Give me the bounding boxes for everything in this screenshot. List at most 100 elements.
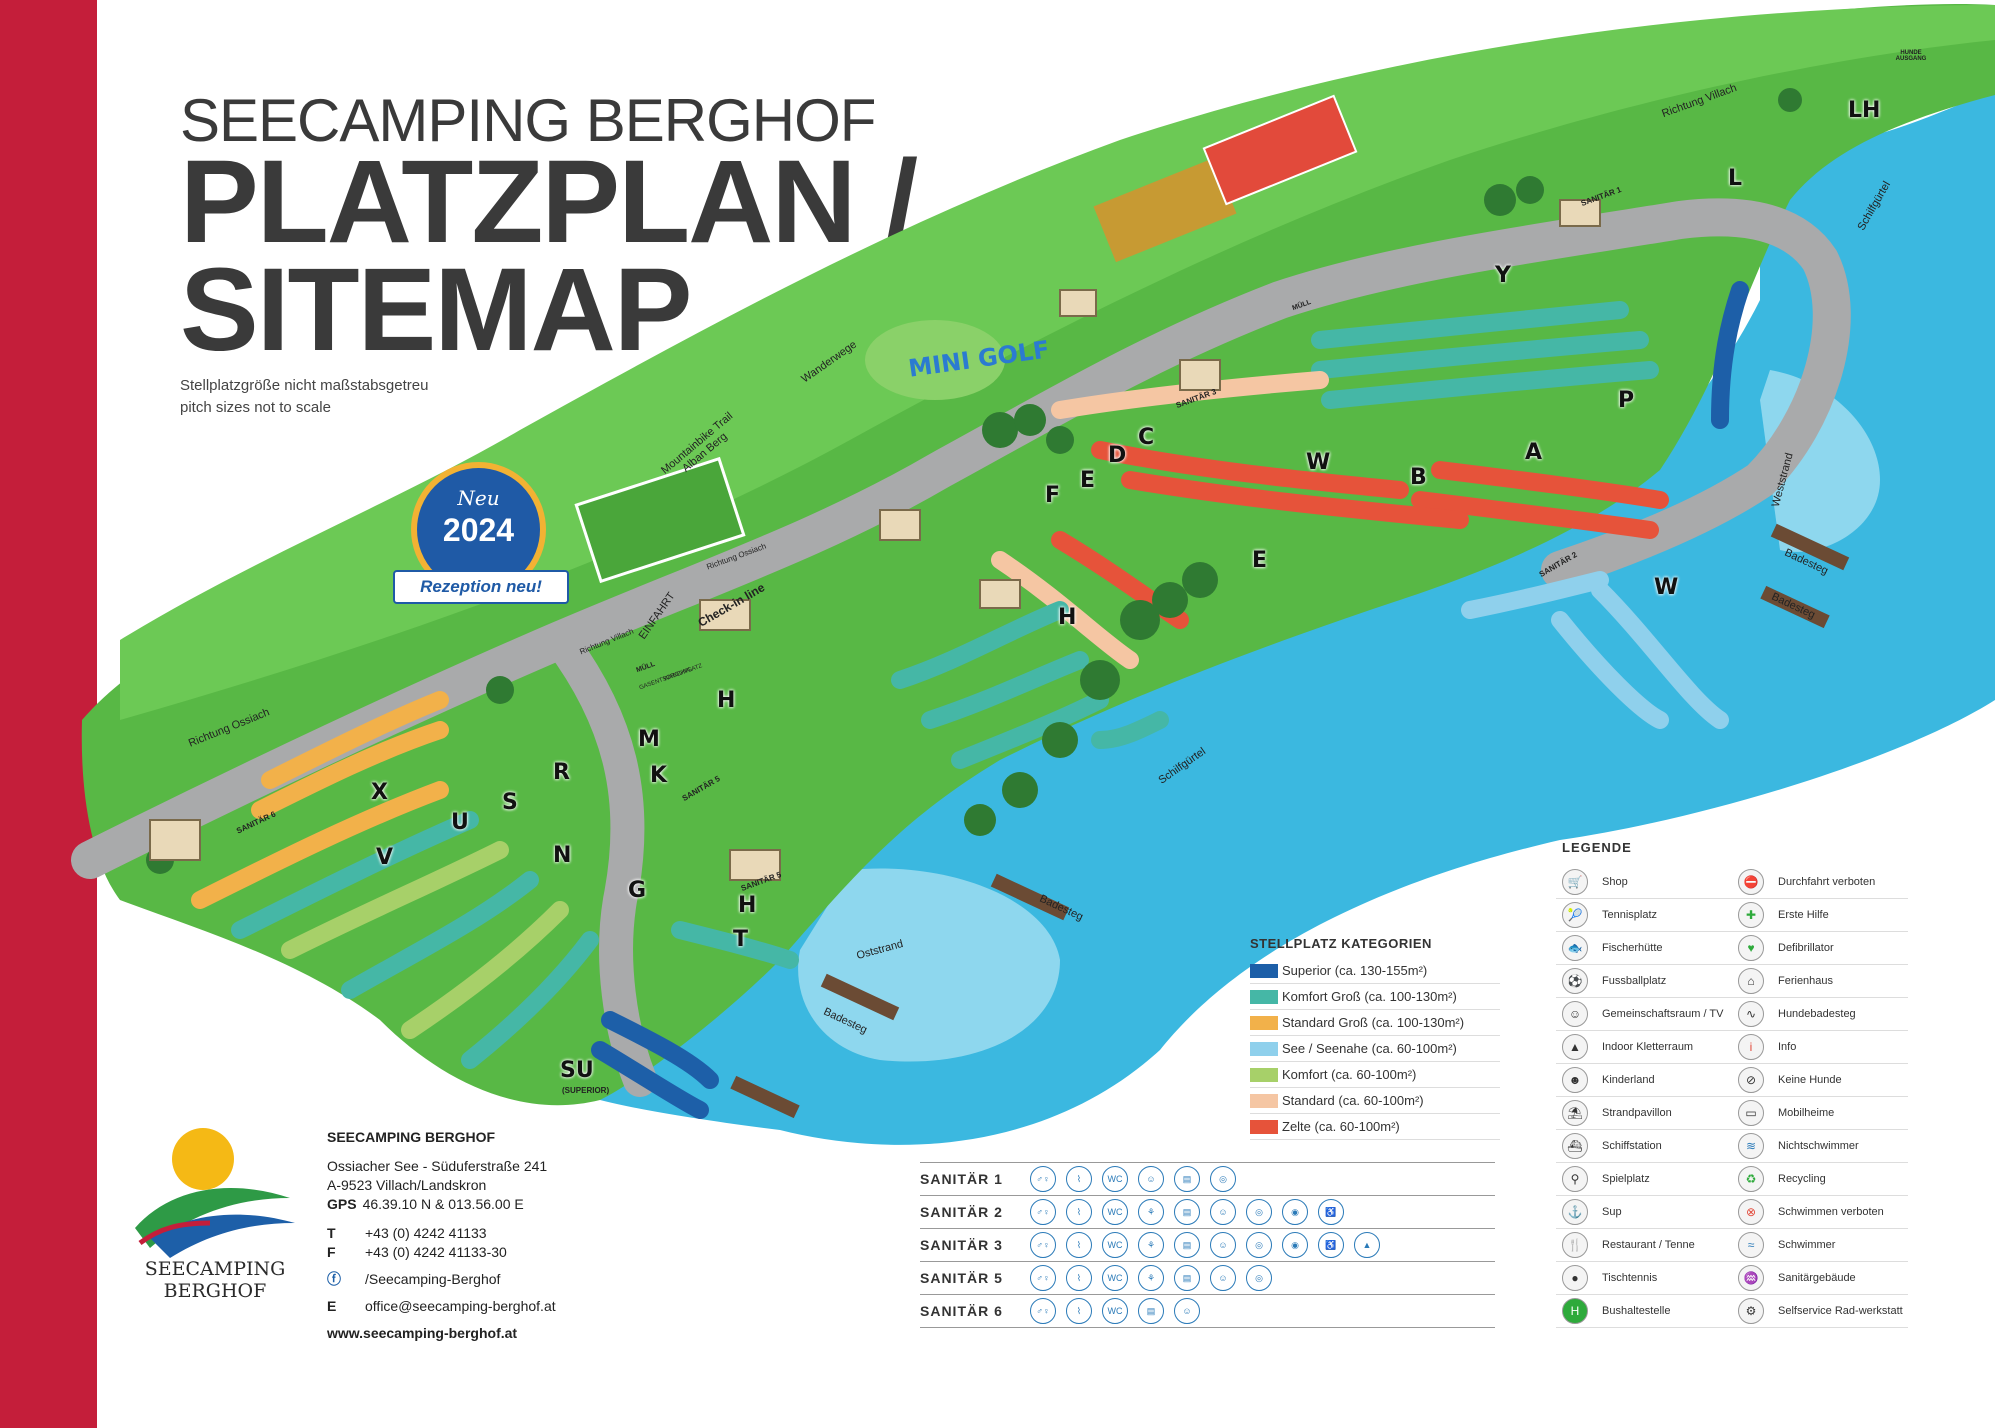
- jetties: [730, 523, 1850, 1119]
- area-label-a: A: [1525, 440, 1543, 465]
- category-label: Standard (ca. 60-100m²): [1282, 1093, 1424, 1108]
- bus-icon: H: [1562, 1298, 1588, 1324]
- logo-text-line2: BERGHOF: [163, 1280, 267, 1302]
- area-label-r: R: [553, 760, 570, 785]
- mobile-home-icon: ▭: [1738, 1100, 1764, 1126]
- legend-label: Sanitärgebäude: [1778, 1272, 1856, 1284]
- legend-label: Bushaltestelle: [1602, 1305, 1671, 1317]
- toilet-icon: ♂♀: [1030, 1199, 1056, 1225]
- badge-ribbon: Rezeption neu!: [393, 570, 569, 604]
- area-label-g: G: [628, 878, 647, 903]
- legend-row: ⚲Spielplatz ♻Recycling: [1556, 1163, 1908, 1196]
- legend-label: Nichtschwimmer: [1778, 1140, 1859, 1152]
- categories-title: STELLPLATZ KATEGORIEN: [1250, 936, 1432, 951]
- area-label-c: C: [1138, 425, 1155, 450]
- area-label-w-south: W: [1654, 575, 1679, 600]
- legend-row: 🎾Tennisplatz ✚Erste Hilfe: [1556, 899, 1908, 932]
- category-swatch: [1250, 1041, 1278, 1056]
- tel-label: T: [327, 1225, 336, 1241]
- legend-label: Defibrillator: [1778, 942, 1834, 954]
- grass-land: [81, 4, 1996, 1106]
- legend-row: ⛴Schiffstation ≋Nichtschwimmer: [1556, 1130, 1908, 1163]
- baby-icon: ☺: [1210, 1265, 1236, 1291]
- category-swatch: [1250, 1067, 1278, 1082]
- category-item: Standard Groß (ca. 100-130m²): [1250, 1010, 1500, 1036]
- category-label: Standard Groß (ca. 100-130m²): [1282, 1015, 1465, 1030]
- legend-label: Ferienhaus: [1778, 975, 1834, 987]
- legend-label: Fischerhütte: [1602, 942, 1663, 954]
- legend-label: Selfservice Rad-werkstatt: [1778, 1305, 1903, 1317]
- area-label-s: S: [502, 790, 518, 815]
- camp-name: SEECAMPING BERGHOF: [180, 87, 876, 154]
- sup-icon: ⚓: [1562, 1199, 1588, 1225]
- contact-address-2: A-9523 Villach/Landskron: [327, 1177, 487, 1193]
- no-dogs-icon: ⊘: [1738, 1067, 1764, 1093]
- wc-icon: WC: [1102, 1298, 1128, 1324]
- shower-icon: ⌇: [1066, 1298, 1092, 1324]
- defibrillator-icon: ♥: [1738, 935, 1764, 961]
- legend-label: Mobilheime: [1778, 1107, 1835, 1119]
- legend-label: Schiffstation: [1602, 1140, 1662, 1152]
- logo-waves: [135, 1188, 295, 1258]
- category-label: See / Seenahe (ca. 60-100m²): [1282, 1041, 1457, 1056]
- sanitary-label: SANITÄR 5: [920, 1270, 1003, 1286]
- legend-label: Recycling: [1778, 1173, 1826, 1185]
- lake-shallow: [798, 868, 1060, 1062]
- legend-row: 🐟Fischerhütte ♥Defibrillator: [1556, 932, 1908, 965]
- pingpong-icon: ●: [1562, 1265, 1588, 1291]
- email-link[interactable]: office@seecamping-berghof.at: [365, 1298, 556, 1314]
- legend: 🛒Shop ⛔Durchfahrt verboten 🎾Tennisplatz …: [1556, 866, 1908, 1328]
- shower-icon: ⌇: [1066, 1265, 1092, 1291]
- tel-value[interactable]: +43 (0) 4242 41133: [365, 1225, 487, 1241]
- area-label-y: Y: [1495, 263, 1511, 288]
- toilet-icon: ♂♀: [1030, 1298, 1056, 1324]
- sanitary-label: SANITÄR 3: [920, 1237, 1003, 1253]
- kids-icon: ☻: [1562, 1067, 1588, 1093]
- category-item: Komfort (ca. 60-100m²): [1250, 1062, 1500, 1088]
- washing-machine-icon: ◎: [1246, 1232, 1272, 1258]
- area-label-v: V: [376, 845, 394, 870]
- legend-row: ⛱Strandpavillon ▭Mobilheime: [1556, 1097, 1908, 1130]
- no-swimming-icon: ⊗: [1738, 1199, 1764, 1225]
- website-link[interactable]: www.seecamping-berghof.at: [327, 1325, 518, 1341]
- scale-note-de: Stellplatzgröße nicht maßstabsgetreu: [180, 377, 429, 394]
- swimmer-icon: ≈: [1738, 1232, 1764, 1258]
- wc-icon: WC: [1102, 1265, 1128, 1291]
- sanitary-label: SANITÄR 2: [920, 1204, 1003, 1220]
- dryer-icon: ◉: [1282, 1199, 1308, 1225]
- fax-label: F: [327, 1244, 336, 1260]
- area-label-u: U: [451, 810, 469, 835]
- area-label-e-south: E: [1252, 548, 1268, 573]
- title-line-platzplan: PLATZPLAN /: [180, 136, 918, 268]
- legend-label: Shop: [1602, 876, 1628, 888]
- logo-text-line1: SEECAMPING: [144, 1258, 286, 1280]
- legend-row: ●Tischtennis ♒Sanitärgebäude: [1556, 1262, 1908, 1295]
- minigolf-area: [865, 320, 1005, 400]
- category-swatch: [1250, 1119, 1278, 1134]
- bike-repair-icon: ⚙: [1738, 1298, 1764, 1324]
- area-label-w-north: W: [1306, 450, 1331, 475]
- new-2024-badge: Neu 2024 Rezeption neu!: [393, 462, 569, 604]
- category-label: Komfort Groß (ca. 100-130m²): [1282, 989, 1457, 1004]
- logo-sun: [172, 1128, 234, 1190]
- page-title: PLATZPLAN / SITEMAP: [180, 136, 918, 369]
- sanitary-row: SANITÄR 1 ♂♀ ⌇ WC ☺ ▤ ◎: [920, 1162, 1495, 1195]
- facebook-icon: ⓕ: [327, 1271, 341, 1287]
- tennis-court: [1202, 94, 1358, 206]
- dishwash-icon: ▤: [1174, 1232, 1200, 1258]
- category-label: Superior (ca. 130-155m²): [1282, 963, 1428, 978]
- legend-row: ☻Kinderland ⊘Keine Hunde: [1556, 1064, 1908, 1097]
- football-icon: ⚽: [1562, 968, 1588, 994]
- info-icon: i: [1738, 1034, 1764, 1060]
- toilet-icon: ♂♀: [1030, 1166, 1056, 1192]
- gps-label: GPS: [327, 1196, 357, 1212]
- laundry-icon: ⚘: [1138, 1265, 1164, 1291]
- sanitary-row: SANITÄR 3 ♂♀ ⌇ WC ⚘ ▤ ☺ ◎ ◉ ♿ ▲: [920, 1228, 1495, 1261]
- legend-label: Schwimmer: [1778, 1239, 1836, 1251]
- legend-label: Hundebadesteg: [1778, 1008, 1856, 1020]
- gps-value: 46.39.10 N & 013.56.00 E: [362, 1196, 524, 1212]
- legend-label: Fussballplatz: [1602, 975, 1667, 987]
- area-label-k: K: [650, 763, 668, 788]
- facebook-link[interactable]: /Seecamping-Berghof: [365, 1271, 501, 1287]
